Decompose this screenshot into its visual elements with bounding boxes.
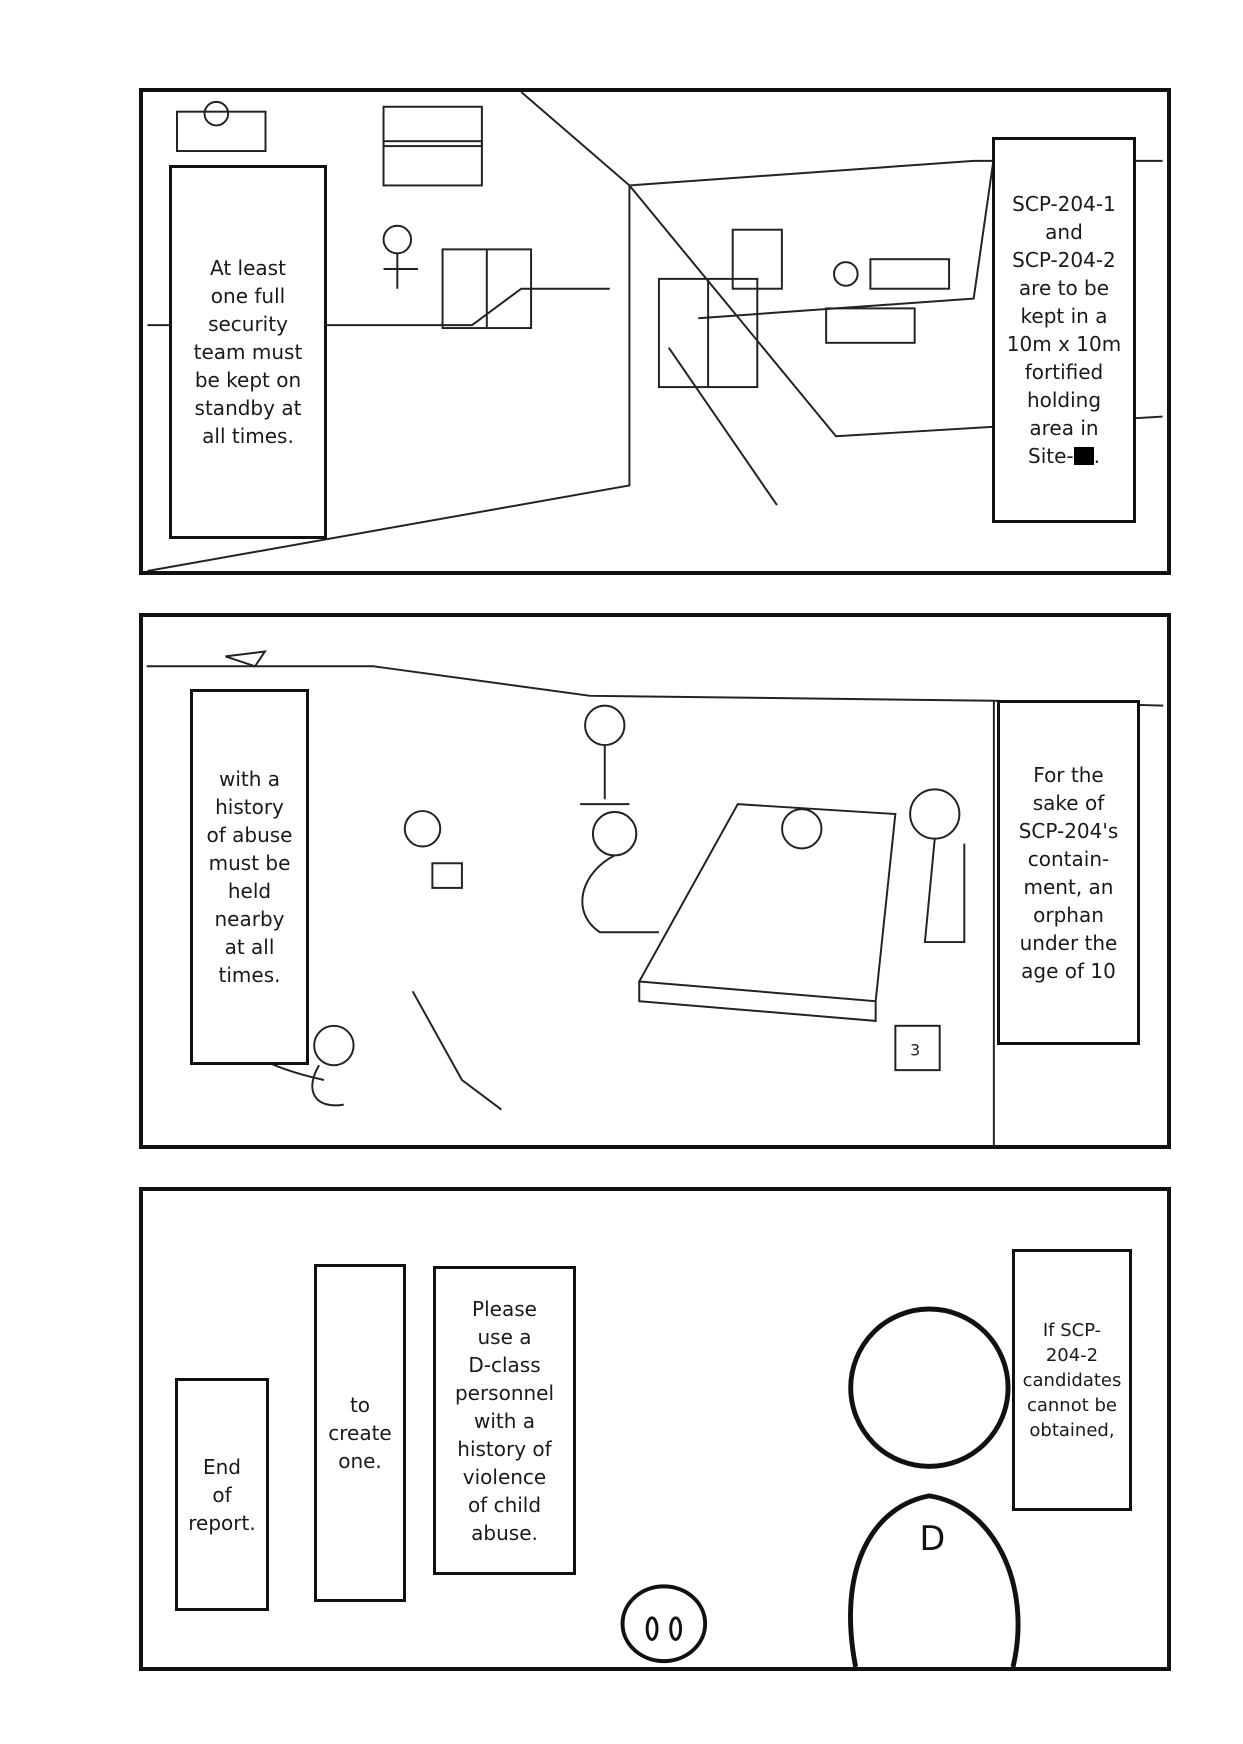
caption-d-class: Please use a D-class personnel with a hi… bbox=[433, 1266, 576, 1575]
caption-end-of-report: End of report. bbox=[175, 1378, 269, 1611]
caption-holding-area-text: SCP-204-1 and SCP-204-2 are to be kept i… bbox=[1006, 192, 1122, 440]
panel-playroom: 3 with a history of abuse must be held n… bbox=[139, 613, 1171, 1149]
block-letter: 3 bbox=[910, 1040, 920, 1059]
child-head bbox=[620, 1584, 708, 1664]
d-class-head bbox=[848, 1306, 1011, 1469]
guard-head bbox=[382, 224, 413, 255]
caption-orphan: For the sake of SCP-204's contain- ment,… bbox=[997, 700, 1140, 1045]
redaction-block bbox=[1073, 447, 1094, 465]
panel-containment-site: At least one full security team must be … bbox=[139, 88, 1171, 575]
shirt-letter: D bbox=[920, 1519, 946, 1558]
caption-candidates: If SCP- 204-2 candidates cannot be obtai… bbox=[1012, 1249, 1132, 1511]
caption-history-abuse: with a history of abuse must be held nea… bbox=[190, 689, 309, 1065]
d-class-drawing: D bbox=[620, 1306, 1021, 1667]
scp-204-1-head bbox=[833, 261, 859, 287]
site-prefix: Site- bbox=[1028, 444, 1074, 468]
caption-holding-area: SCP-204-1 and SCP-204-2 are to be kept i… bbox=[992, 137, 1136, 523]
caption-site-line: Site-. bbox=[1028, 442, 1100, 470]
child-head bbox=[591, 811, 638, 857]
caption-security-team: At least one full security team must be … bbox=[169, 165, 327, 539]
guard-head bbox=[909, 788, 961, 840]
toy-block bbox=[894, 1024, 941, 1072]
sleeping-person-head bbox=[203, 100, 230, 127]
site-suffix: . bbox=[1093, 444, 1100, 468]
caption-to-create-one: to create one. bbox=[314, 1264, 406, 1602]
panel-end-report: D End of report. to create one. Please u… bbox=[139, 1187, 1171, 1671]
scp-204-1-head bbox=[781, 808, 823, 850]
containment-facility-drawing bbox=[147, 92, 1163, 571]
